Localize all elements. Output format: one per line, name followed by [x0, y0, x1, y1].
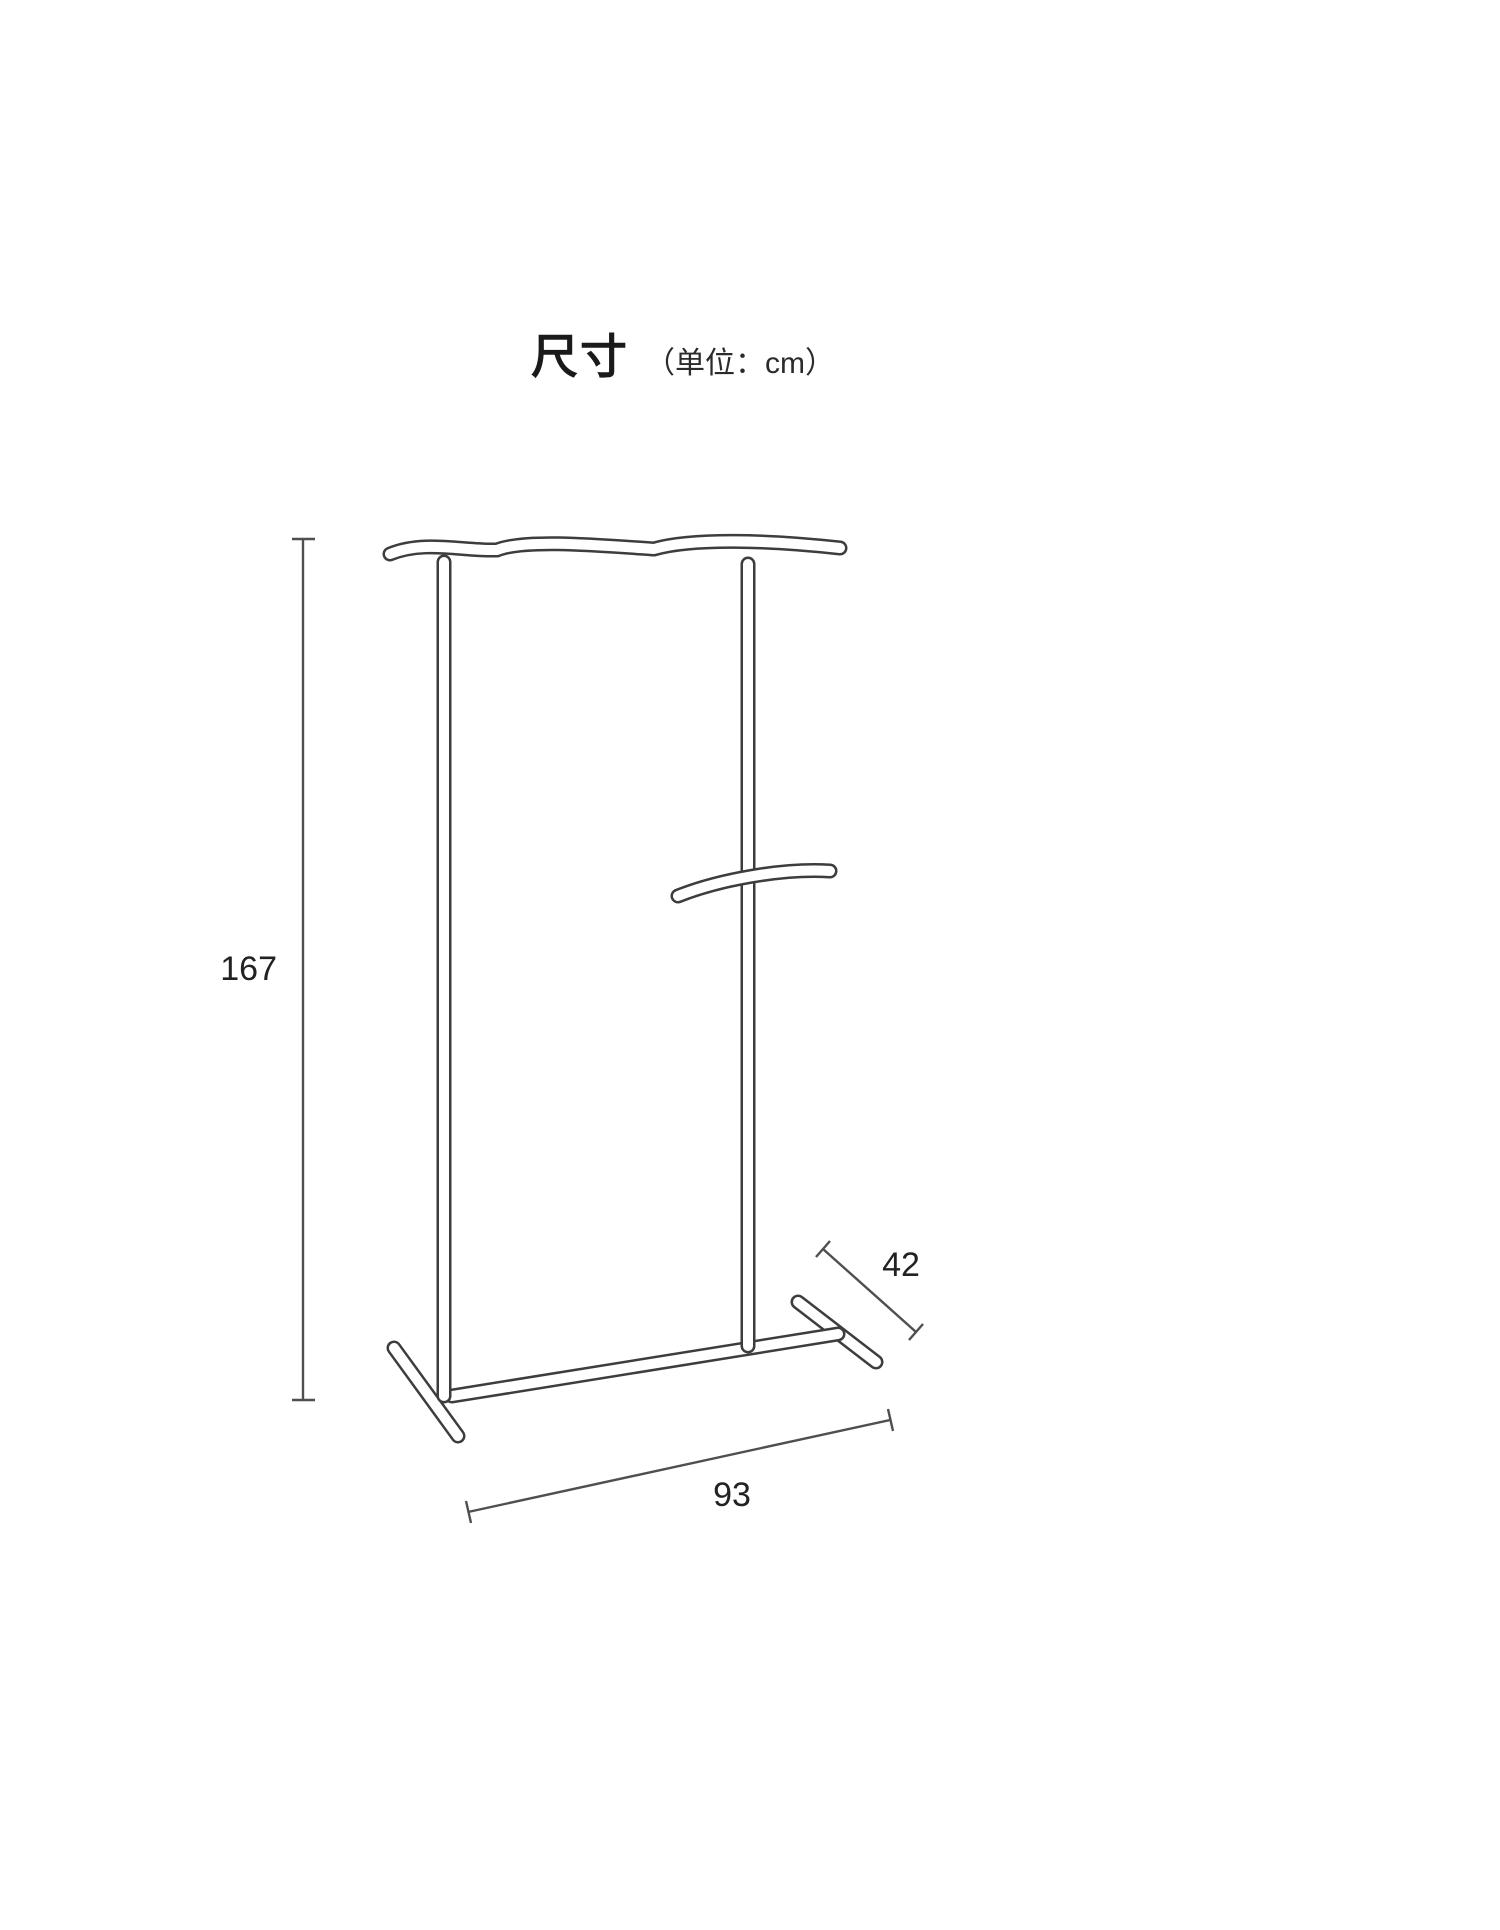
depth-dimension: 42 [815, 1240, 924, 1341]
rack-drawing [390, 541, 876, 1436]
top-rail-tube [390, 541, 840, 554]
dimension-tick [886, 1408, 895, 1432]
base-crossbar-tube [452, 1334, 838, 1396]
height-dimension-label: 167 [220, 950, 277, 988]
dimension-tick [464, 1500, 473, 1524]
diagram-title: 尺寸 （单位：cm） [531, 318, 835, 387]
depth-dimension-label: 42 [882, 1246, 920, 1284]
title-unit: （单位：cm） [645, 347, 835, 380]
dimension-line [467, 1418, 891, 1514]
width-dimension: 93 [464, 1408, 895, 1524]
width-dimension-label: 93 [713, 1476, 751, 1514]
dimension-line [822, 1248, 917, 1333]
title-text: 尺寸 [531, 330, 629, 383]
dimension-tick [815, 1240, 831, 1258]
dimension-tick [908, 1323, 924, 1341]
height-dimension: 167 [220, 537, 315, 1402]
